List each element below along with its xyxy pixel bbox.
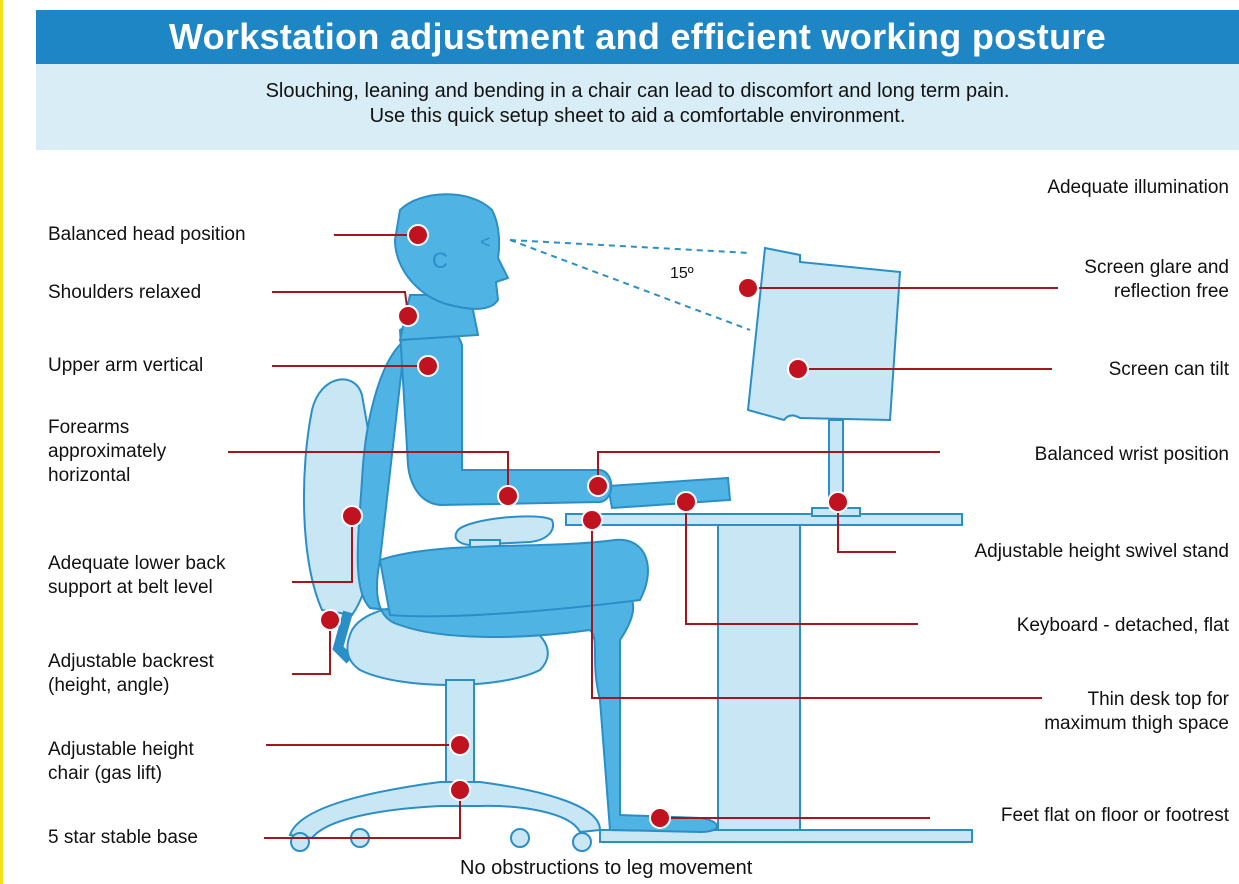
label-tilt: Screen can tilt — [1108, 359, 1229, 380]
chair-armrest — [454, 515, 554, 547]
sightline-bottom — [509, 239, 751, 331]
subtitle-banner — [36, 64, 1239, 150]
label-leg-movement: No obstructions to leg movement — [460, 857, 753, 879]
label-glare-2: reflection free — [1113, 281, 1229, 302]
marker-backrest — [319, 609, 341, 631]
monitor — [746, 246, 902, 422]
person-head — [393, 193, 510, 310]
label-shoulders: Shoulders relaxed — [48, 282, 202, 303]
label-backrest-1: Adjustable backrest — [48, 651, 214, 672]
markers — [319, 224, 849, 829]
leader-lines-right — [591, 287, 1058, 819]
label-chair-height-1: Adjustable height — [48, 739, 194, 760]
caster-3 — [510, 828, 530, 848]
marker-head — [407, 224, 429, 246]
caster-4 — [572, 832, 592, 852]
label-lower-back-1: Adequate lower back — [48, 553, 226, 574]
marker-lower-back — [341, 505, 363, 527]
label-head: Balanced head position — [48, 224, 246, 245]
backrest-bracket — [332, 610, 354, 664]
person-thigh — [378, 538, 649, 618]
marker-forearms — [497, 485, 519, 507]
marker-shoulders — [397, 305, 419, 327]
keyboard — [606, 476, 732, 510]
label-upper-arm: Upper arm vertical — [48, 355, 204, 376]
desk-top — [565, 513, 963, 526]
marker-feet — [649, 807, 671, 829]
label-illumination: Adequate illumination — [1047, 177, 1229, 198]
chair-base — [288, 781, 602, 840]
marker-desk — [581, 509, 603, 531]
marker-upper-arm — [417, 355, 439, 377]
label-lower-back-2: support at belt level — [48, 577, 213, 598]
marker-chair-height — [449, 734, 471, 756]
gas-lift — [445, 679, 475, 786]
caster-1 — [290, 832, 310, 852]
left-edge-stripe — [0, 0, 3, 884]
label-wrist: Balanced wrist position — [1034, 444, 1229, 465]
label-base: 5 star stable base — [48, 827, 198, 848]
title-banner — [36, 10, 1239, 64]
label-desk-1: Thin desk top for — [1087, 689, 1229, 710]
marker-tilt — [787, 358, 809, 380]
label-forearms-3: horizontal — [48, 465, 131, 486]
person-arm — [398, 320, 613, 507]
marker-swivel — [827, 491, 849, 513]
label-glare-1: Screen glare and — [1084, 257, 1229, 278]
label-desk-2: maximum thigh space — [1044, 713, 1229, 734]
page-title: Workstation adjustment and efficient wor… — [168, 16, 1107, 57]
eye-glyph: < — [480, 232, 491, 252]
marker-keyboard — [675, 491, 697, 513]
marker-wrist — [587, 475, 609, 497]
label-feet: Feet flat on floor or footrest — [1000, 805, 1229, 826]
label-forearms-2: approximately — [48, 441, 167, 462]
marker-base — [449, 779, 471, 801]
angle-label: 15º — [670, 265, 694, 282]
label-keyboard: Keyboard - detached, flat — [1016, 615, 1229, 636]
desk-leg — [717, 524, 801, 831]
sightline-top — [509, 239, 751, 254]
subtitle-line-1: Slouching, leaning and bending in a chai… — [265, 80, 1010, 102]
label-chair-height-2: chair (gas lift) — [48, 763, 163, 784]
subtitle-line-2: Use this quick setup sheet to aid a comf… — [369, 105, 906, 127]
marker-glare — [737, 277, 759, 299]
label-backrest-2: (height, angle) — [48, 675, 170, 696]
ear-glyph: C — [432, 248, 448, 273]
label-forearms-1: Forearms — [48, 417, 130, 438]
leader-lines-left — [228, 234, 509, 839]
label-swivel: Adjustable height swivel stand — [974, 541, 1229, 562]
